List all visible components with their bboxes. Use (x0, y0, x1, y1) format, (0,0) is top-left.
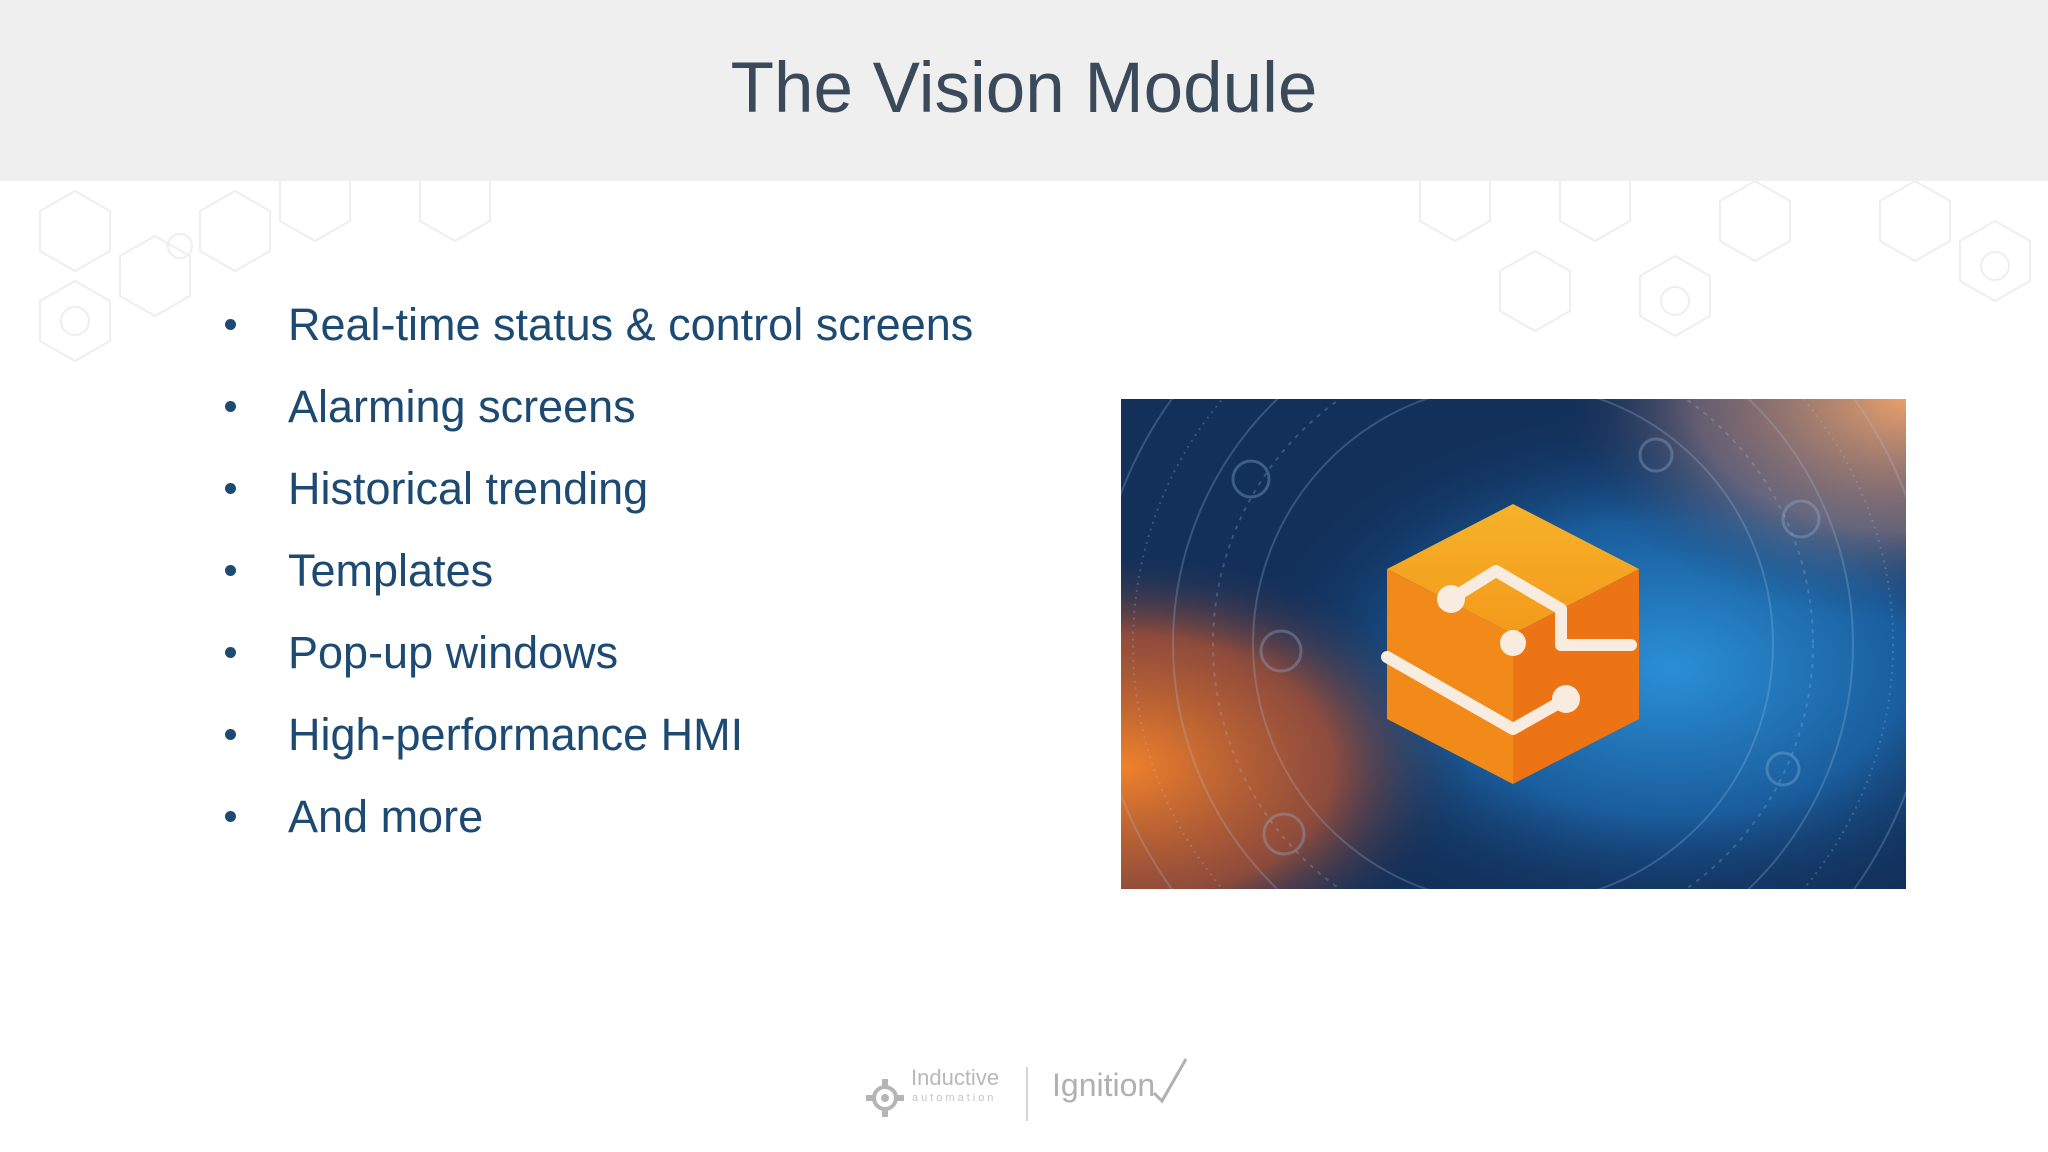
bullet-text: Real-time status & control screens (288, 299, 974, 350)
ignition-wordmark: Ignition (1052, 1067, 1156, 1103)
list-item: Real-time status & control screens (222, 290, 973, 372)
vision-module-hero-image (1121, 399, 1906, 889)
automation-wordmark: automation (912, 1092, 997, 1104)
feature-bullet-list: Real-time status & control screens Alarm… (222, 290, 973, 864)
list-item: Pop-up windows (222, 618, 973, 700)
bullet-text: Historical trending (288, 463, 649, 514)
inductive-wordmark: Inductive (911, 1065, 1000, 1090)
vision-module-hexagon-icon (1381, 504, 1639, 784)
bullet-icon (225, 401, 236, 412)
bullet-icon (225, 729, 236, 740)
list-item: High-performance HMI (222, 700, 973, 782)
hexagon-background-pattern (39, 181, 2031, 363)
bullet-icon (225, 565, 236, 576)
list-item: And more (222, 782, 973, 864)
bullet-text: Alarming screens (288, 381, 636, 432)
footer-logos: Inductive automation Ignition (860, 1055, 1190, 1125)
list-item: Alarming screens (222, 372, 973, 454)
list-item: Historical trending (222, 454, 973, 536)
bullet-text: High-performance HMI (288, 709, 744, 760)
bullet-text: Pop-up windows (288, 627, 619, 678)
inductive-automation-logo: Inductive automation (860, 1055, 1005, 1125)
bullet-icon (225, 647, 236, 658)
bullet-text: And more (288, 791, 484, 842)
slide-title: The Vision Module (730, 49, 1318, 128)
bullet-icon (225, 483, 236, 494)
ignition-logo: Ignition (1052, 1055, 1190, 1125)
list-item: Templates (222, 536, 973, 618)
logo-divider (1026, 1067, 1028, 1121)
bullet-text: Templates (288, 545, 494, 596)
gear-icon (866, 1079, 904, 1117)
checkmark-icon (1152, 1058, 1188, 1104)
bullet-icon (225, 811, 236, 822)
bullet-icon (225, 319, 236, 330)
slide-header: The Vision Module (0, 0, 2048, 181)
